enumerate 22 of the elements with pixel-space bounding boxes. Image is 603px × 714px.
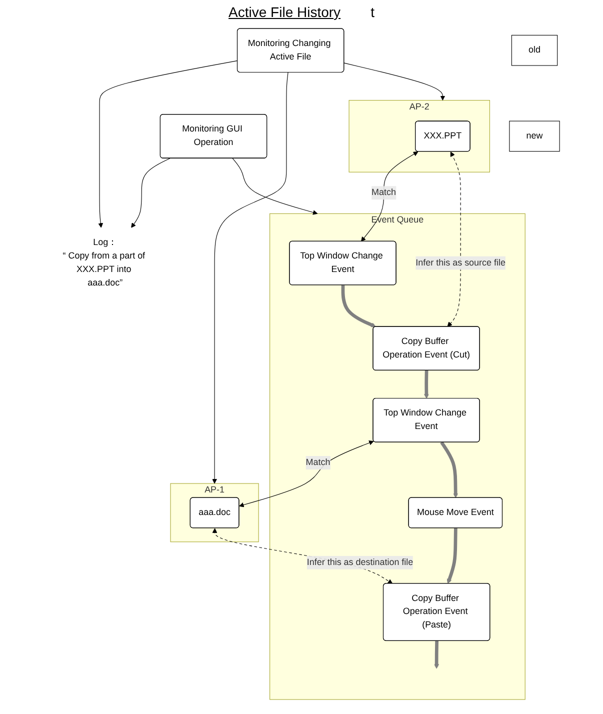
edge-label: Infer this as source file [416, 258, 506, 268]
arrow [131, 158, 170, 228]
axis-label: t [370, 4, 374, 20]
arrow [212, 72, 288, 484]
section-heading: Active File History [228, 4, 341, 20]
arrow [98, 60, 238, 228]
arrow [447, 152, 461, 327]
node-box: old [511, 34, 558, 66]
edge-label: Match [306, 458, 330, 468]
arrow [239, 440, 374, 508]
arrow [341, 285, 376, 328]
arrow [440, 441, 458, 498]
arrow [360, 152, 418, 242]
node-text: Log： “ Copy from a part of XXX.PPT into aaa.doc” [62, 238, 146, 288]
arrow [424, 370, 429, 399]
arrow [232, 158, 318, 215]
edge-label: Infer this as destination file [306, 558, 414, 568]
node-box: new [509, 120, 560, 152]
arrow [344, 62, 446, 101]
arrow [434, 640, 440, 669]
edge-label: Match [372, 188, 396, 198]
arrow [446, 528, 458, 584]
